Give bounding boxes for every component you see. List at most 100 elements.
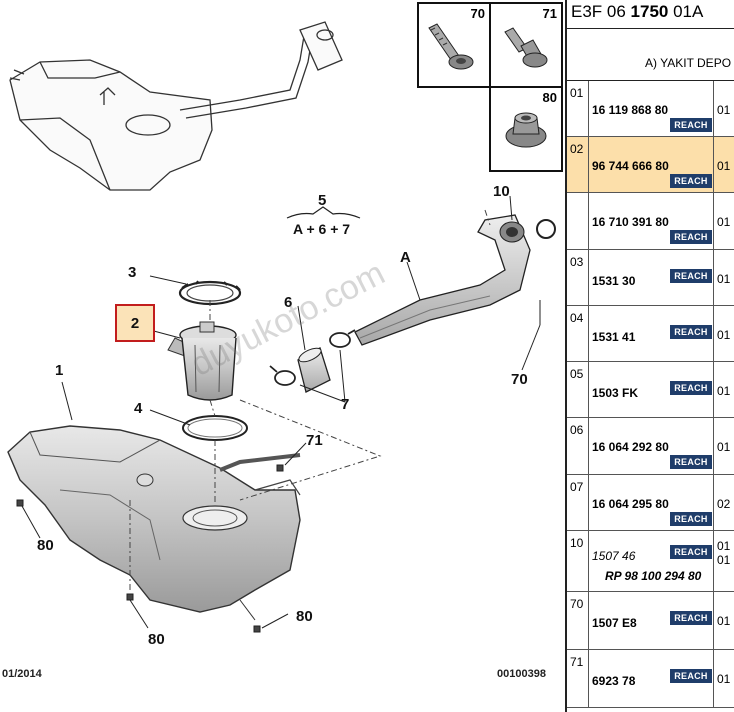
callout-5[interactable]: 5 — [318, 192, 327, 209]
row-index: 03 — [570, 255, 584, 269]
thumb-80-label: 80 — [542, 90, 557, 105]
quantity: 01 — [717, 672, 731, 686]
part-number-alt[interactable]: RP 98 100 294 80 — [605, 569, 702, 583]
seal-part — [182, 415, 248, 441]
quantity: 01 — [717, 539, 731, 553]
row-index: 70 — [570, 597, 584, 611]
part-number[interactable]: 16 119 868 80 — [592, 103, 669, 117]
row-index: 07 — [570, 480, 584, 494]
reach-badge[interactable]: REACH — [670, 230, 712, 244]
callout-5-group: A + 6 + 7 — [293, 221, 351, 237]
column-divider — [713, 137, 714, 192]
clamp-parts — [269, 329, 356, 386]
reach-badge[interactable]: REACH — [670, 174, 712, 188]
column-divider — [713, 531, 714, 591]
reach-badge[interactable]: REACH — [670, 545, 712, 559]
part-number[interactable]: 1503 FK — [592, 386, 639, 400]
part-number[interactable]: 6923 78 — [592, 674, 636, 688]
reach-badge[interactable]: REACH — [670, 269, 712, 283]
reach-badge[interactable]: REACH — [670, 611, 712, 625]
row-index: 05 — [570, 367, 584, 381]
quantity: 01 — [717, 103, 731, 117]
callout-4[interactable]: 4 — [134, 400, 143, 417]
callout-6[interactable]: 6 — [284, 294, 293, 311]
quantity: 02 — [717, 497, 731, 511]
header-divider — [567, 28, 734, 29]
column-divider — [588, 193, 589, 249]
ref-suffix: 01A — [668, 2, 704, 21]
fuel-tank-part — [7, 425, 301, 621]
exploded-view-drawing — [7, 21, 556, 633]
quantity: 01 — [717, 328, 731, 342]
row-index: 71 — [570, 655, 584, 669]
row-index: 04 — [570, 311, 584, 325]
panel-subtitle: A) YAKIT DEPO — [645, 56, 732, 70]
reference-tank-outline — [9, 21, 343, 191]
thumb-70[interactable]: 70 — [417, 2, 491, 88]
callout-1[interactable]: 1 — [55, 362, 64, 379]
callout-2-selected[interactable]: 2 — [115, 304, 155, 342]
flange-nut-icon — [505, 112, 547, 148]
parts-diagram: 1 2 3 4 5 A + 6 + 7 6 7 A 10 70 71 80 80… — [2, 2, 563, 680]
column-divider — [588, 250, 589, 305]
part-number[interactable]: 16 064 292 80 — [592, 440, 669, 454]
quantity: 01 — [717, 440, 731, 454]
reach-badge[interactable]: REACH — [670, 669, 712, 683]
callout-7[interactable]: 7 — [341, 396, 350, 413]
part-number[interactable]: 1507 46 — [592, 549, 636, 563]
part-number[interactable]: 96 744 666 80 — [592, 159, 669, 173]
column-divider — [588, 362, 589, 417]
thumb-71[interactable]: 71 — [489, 2, 563, 88]
assembly-lines — [129, 209, 491, 590]
reach-badge[interactable]: REACH — [670, 118, 712, 132]
group-bracket — [286, 206, 361, 219]
quantity: 01 — [717, 384, 731, 398]
bolt-icon — [428, 23, 474, 70]
quantity: 01 — [717, 159, 731, 173]
date-code: 01/2014 — [2, 668, 42, 680]
parts-row[interactable]: 70 1507 E8 01 REACH — [567, 592, 734, 650]
column-divider — [588, 592, 589, 649]
drawing-number: 00100398 — [497, 668, 546, 680]
quantity: 01 — [717, 614, 731, 628]
column-divider — [713, 362, 714, 417]
leader-lines — [21, 195, 541, 629]
column-divider — [588, 81, 589, 136]
column-divider — [713, 193, 714, 249]
part-number[interactable]: 16 064 295 80 — [592, 497, 669, 511]
part-number[interactable]: 16 710 391 80 — [592, 215, 669, 229]
callout-10[interactable]: 10 — [493, 183, 510, 200]
callout-71[interactable]: 71 — [306, 432, 323, 449]
reach-badge[interactable]: REACH — [670, 381, 712, 395]
reach-badge[interactable]: REACH — [670, 455, 712, 469]
reach-badge[interactable]: REACH — [670, 325, 712, 339]
parts-row[interactable]: 04 1531 41 01 REACH — [567, 306, 734, 362]
column-divider — [713, 418, 714, 474]
part-number[interactable]: 1531 30 — [592, 274, 636, 288]
reach-badge[interactable]: REACH — [670, 512, 712, 526]
column-divider — [713, 592, 714, 649]
row-index: 01 — [570, 86, 584, 100]
callout-80-bottom[interactable]: 80 — [148, 631, 165, 648]
part-number[interactable]: 1531 41 — [592, 330, 636, 344]
parts-row[interactable]: 71 6923 78 01 REACH — [567, 650, 734, 708]
column-divider — [588, 306, 589, 361]
callout-70[interactable]: 70 — [511, 371, 528, 388]
callout-80-left[interactable]: 80 — [37, 537, 54, 554]
row-index: 02 — [570, 142, 584, 156]
part-number[interactable]: 1507 E8 — [592, 616, 637, 630]
ref-prefix: E3F 06 — [571, 2, 631, 21]
callout-3[interactable]: 3 — [128, 264, 137, 281]
parts-row[interactable]: 05 1503 FK 01 REACH — [567, 362, 734, 418]
column-divider — [588, 418, 589, 474]
thumb-80[interactable]: 80 — [489, 86, 563, 172]
callout-80-right[interactable]: 80 — [296, 608, 313, 625]
callout-A[interactable]: A — [400, 249, 411, 266]
